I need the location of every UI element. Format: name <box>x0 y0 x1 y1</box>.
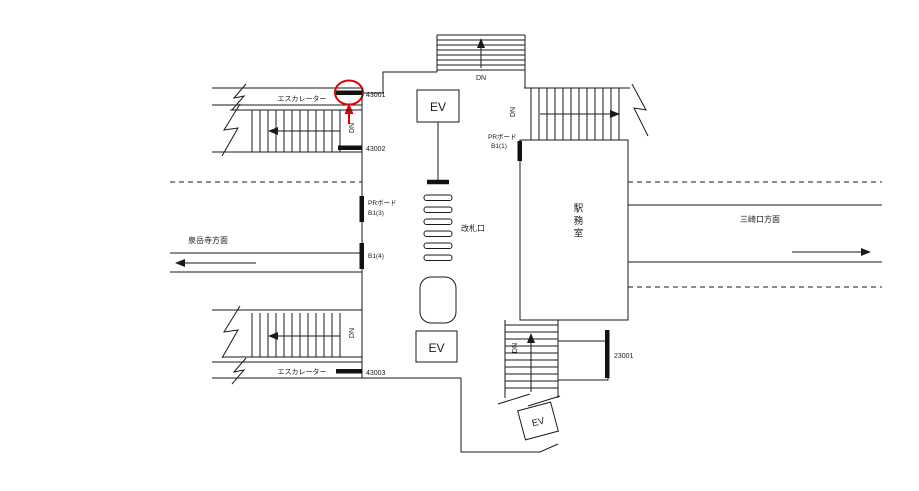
dn-label: DN <box>349 328 356 338</box>
escalator-northwest: エスカレーター <box>212 83 362 111</box>
ad-board-43001 <box>336 90 362 95</box>
highlight-arrow-head <box>344 103 354 114</box>
ad-number-43003: 43003 <box>366 370 386 377</box>
stairs-northeast <box>524 83 649 140</box>
pr-board-label: PRボード <box>488 133 517 141</box>
down-arrow-head <box>268 127 278 135</box>
ad-position-43001: 43001 <box>336 90 386 99</box>
stair-break <box>221 103 241 157</box>
stair-break <box>221 305 241 359</box>
dn-label: DN <box>349 123 356 133</box>
ticket-gates: 改札口 <box>423 194 485 261</box>
pr-board-b1-4: B1(4) <box>359 243 384 269</box>
stair-break <box>497 393 561 407</box>
room-southeast <box>557 340 609 381</box>
ticket-gate-bar <box>423 242 453 249</box>
elevator-label: EV <box>430 100 446 114</box>
direction-east-label: 三崎口方面 <box>740 214 780 224</box>
ticket-gate-bar <box>423 206 453 213</box>
ad-number-43002: 43002 <box>366 146 386 153</box>
dn-label: DN <box>476 75 486 82</box>
dn-label: DN <box>510 107 517 117</box>
wall-south-corridor <box>460 378 559 453</box>
track-lines <box>170 252 362 273</box>
pr-board-bar <box>517 141 522 161</box>
ad-board-43002 <box>338 145 362 150</box>
track-lines-west: 泉岳寺方面 <box>170 181 362 273</box>
stair-treads <box>251 313 341 357</box>
ad-number-23001: 23001 <box>614 353 634 360</box>
down-arrow-head <box>268 332 278 340</box>
elevator-box <box>517 401 559 441</box>
elevator-southeast: EV <box>517 401 559 441</box>
ad-position-43002: 43002 <box>338 145 386 153</box>
ad-position-23001: 23001 <box>605 330 634 378</box>
station-office-label: 駅務室 <box>572 203 584 241</box>
escalator-break <box>231 83 247 111</box>
ticket-gate-bar <box>423 218 453 225</box>
pr-board-code: B1(3) <box>368 210 384 217</box>
elevator-north: EV <box>416 89 460 123</box>
dn-label: DN <box>512 343 519 353</box>
up-arrow-head <box>477 38 485 48</box>
pr-board-code: B1(4) <box>368 253 384 260</box>
pr-board-label: PRボード <box>368 199 397 207</box>
stairs-west-upper: DN <box>221 103 362 157</box>
pr-board-code: B1(1) <box>491 143 507 150</box>
direction-arrow-head <box>861 248 871 256</box>
track-lines-east: 三崎口方面 <box>628 181 882 288</box>
ad-number-43001: 43001 <box>366 92 386 99</box>
ad-board-43003 <box>336 369 362 374</box>
direction-arrow-head <box>175 259 185 267</box>
ticket-gate-bar <box>423 254 453 261</box>
elevator-label: EV <box>531 415 547 429</box>
pr-board-bar <box>359 196 364 222</box>
elevator-box <box>416 89 460 123</box>
up-arrow-head <box>610 110 620 118</box>
escalator-break <box>231 357 247 385</box>
escalator-southwest: エスカレーター <box>212 357 362 385</box>
elevator-box <box>415 330 458 363</box>
escalator-label: エスカレーター <box>278 94 327 103</box>
direction-west-label: 泉岳寺方面 <box>188 235 228 245</box>
stairs-north: DN <box>436 34 526 82</box>
elevator-label: EV <box>428 341 444 355</box>
ticket-gate-bar <box>423 230 453 237</box>
stair-break <box>631 83 649 137</box>
pr-board-bar <box>359 243 364 269</box>
stair-side-walls <box>436 35 526 72</box>
stairs-southeast: DN <box>497 320 561 407</box>
ticket-gate-bar <box>423 194 453 201</box>
ad-position-43003: 43003 <box>336 369 386 377</box>
station-office: 駅務室 <box>519 139 629 321</box>
escalator-label: エスカレーター <box>278 367 327 376</box>
up-arrow-head <box>527 333 535 343</box>
station-office-box <box>519 139 629 321</box>
ad-board-23001 <box>605 330 610 378</box>
pr-board-b1-3: PRボード B1(3) <box>359 196 397 222</box>
elevator-south: EV <box>415 330 458 363</box>
gate-booth <box>419 276 457 324</box>
stairs-west-lower: DN <box>221 305 362 359</box>
pr-board-b1-1: PRボード B1(1) <box>488 133 522 161</box>
highlight <box>334 79 364 124</box>
ticket-gate-label: 改札口 <box>461 223 485 233</box>
wall-northwest <box>362 71 437 94</box>
